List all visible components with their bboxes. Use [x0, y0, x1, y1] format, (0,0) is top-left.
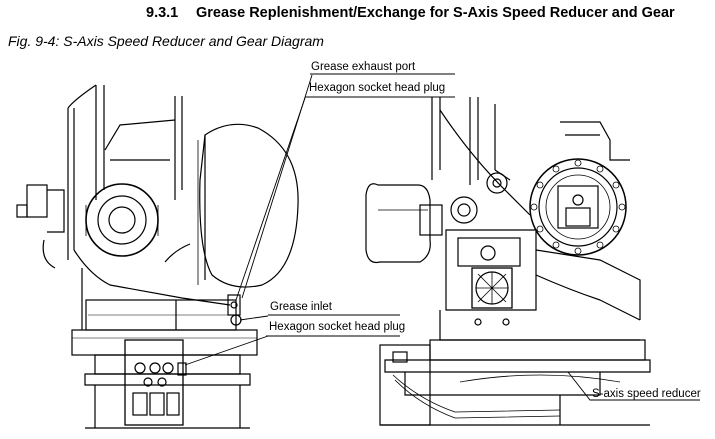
callout-s-axis-speed-reducer: S-axis speed reducer — [592, 388, 701, 400]
section-number: 9.3.1 — [146, 5, 179, 21]
callout-grease-inlet: Grease inlet — [270, 301, 333, 313]
flange-bolts — [530, 159, 626, 255]
callout-exhaust-hex-plug: Hexagon socket head plug — [309, 82, 446, 94]
right-robot-view — [365, 97, 651, 426]
section-title: Grease Replenishment/Exchange for S-Axis… — [196, 5, 675, 21]
right-callout-lines — [567, 371, 700, 401]
callout-grease-exhaust-port: Grease exhaust port — [311, 61, 416, 73]
callout-inlet-hex-plug: Hexagon socket head plug — [269, 321, 406, 333]
section-heading: 9.3.1 Grease Replenishment/Exchange for S… — [146, 5, 712, 21]
figure-caption: Fig. 9-4: S-Axis Speed Reducer and Gear … — [8, 33, 324, 49]
left-callout-lines — [184, 73, 455, 366]
left-robot-view — [16, 84, 299, 429]
